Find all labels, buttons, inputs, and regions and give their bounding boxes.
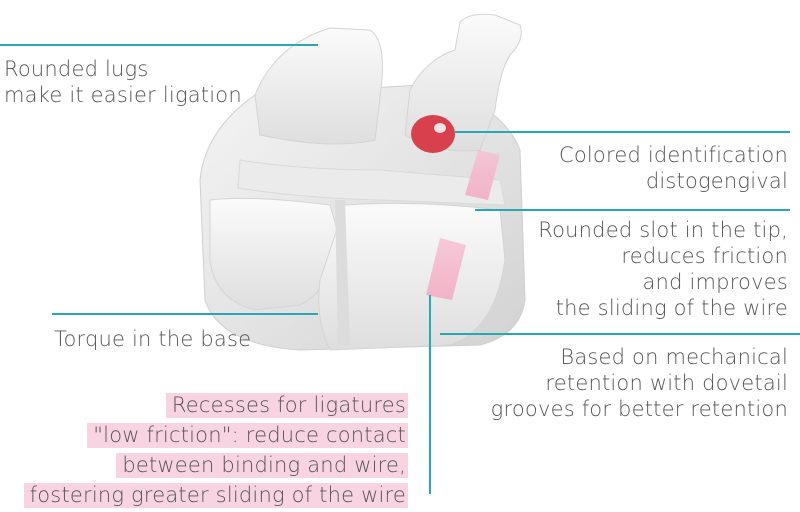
ligature-recess-upper: [465, 150, 500, 200]
label-line: and improves: [642, 270, 788, 294]
label-line: make it easier ligation: [4, 83, 242, 107]
bracket-slot: [237, 159, 506, 206]
label-colored-identification: Colored identification distogengival: [559, 142, 788, 194]
label-line: Rounded lugs: [4, 57, 149, 81]
label-line: between binding and wire,: [116, 453, 408, 478]
identification-dot-glint: [434, 123, 446, 133]
bracket-wing-lower-right: [318, 202, 506, 351]
label-line: "low friction": reduce contact: [87, 423, 408, 448]
identification-dot: [411, 115, 455, 153]
label-mechanical-retention: Based on mechanical retention with dovet…: [491, 344, 788, 422]
bracket-center-groove: [335, 200, 350, 345]
label-line: Based on mechanical: [560, 345, 788, 369]
label-line: the sliding of the wire: [555, 296, 788, 320]
label-line: Colored identification: [558, 143, 788, 167]
label-line: Torque in the base: [54, 327, 252, 351]
label-line: fostering greater sliding of the wire: [23, 483, 408, 508]
leader-lines: [0, 44, 800, 494]
label-recesses: Recesses for ligatures "low friction": r…: [23, 392, 408, 512]
label-line: Recesses for ligatures: [165, 393, 408, 418]
label-rounded-lugs: Rounded lugs make it easier ligation: [4, 56, 242, 108]
label-line: Rounded slot in the tip,: [538, 218, 788, 242]
label-line: grooves for better retention: [490, 397, 788, 421]
label-torque: Torque in the base: [54, 326, 251, 352]
label-line: reduces friction: [621, 244, 788, 268]
ligature-recess-lower: [426, 238, 466, 300]
label-line: retention with dovetail: [545, 371, 788, 395]
label-line: distogengival: [645, 169, 788, 193]
label-rounded-slot: Rounded slot in the tip, reduces frictio…: [538, 217, 788, 321]
bracket-wing-upper-left: [254, 27, 383, 145]
